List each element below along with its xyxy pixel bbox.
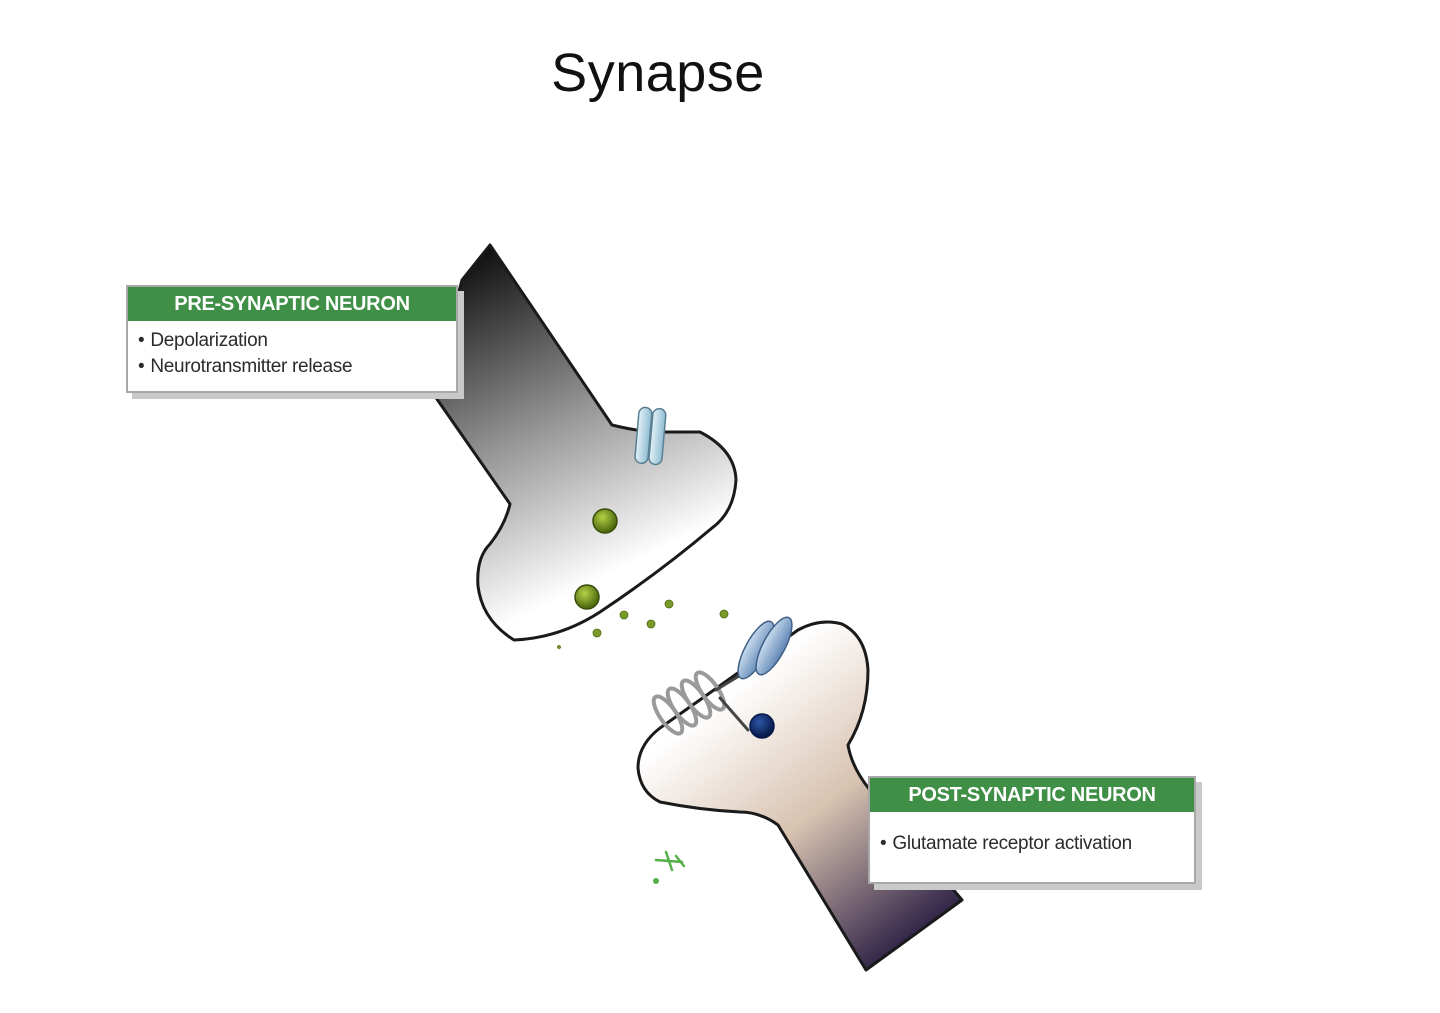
- ion-icon: [749, 713, 775, 739]
- neurotransmitter-molecule: [646, 619, 656, 629]
- list-item: Glutamate receptor activation: [880, 829, 1194, 859]
- neurotransmitter-molecule: [619, 610, 629, 620]
- glutamate-receptor-icon: [737, 616, 793, 680]
- list-item: Neurotransmitter release: [138, 354, 456, 380]
- molecule-fragment-icon: [654, 850, 686, 872]
- pre-synaptic-label-box: PRE-SYNAPTIC NEURON Depolarization Neuro…: [126, 285, 458, 393]
- pre-synaptic-neuron: [430, 243, 738, 642]
- post-synaptic-list: Glutamate receptor activation: [870, 812, 1194, 859]
- coiled-receptor-icon: [651, 670, 727, 736]
- pre-synaptic-header: PRE-SYNAPTIC NEURON: [128, 287, 456, 321]
- diagram-title: Synapse: [551, 43, 765, 103]
- neurotransmitter-molecule: [557, 645, 561, 649]
- molecule-fragment-icon: [653, 878, 659, 884]
- neurotransmitter-molecule: [592, 628, 602, 638]
- list-item: Depolarization: [138, 328, 456, 354]
- post-synaptic-label-box: POST-SYNAPTIC NEURON Glutamate receptor …: [868, 776, 1196, 884]
- pre-synaptic-list: Depolarization Neurotransmitter release: [128, 321, 456, 380]
- neurotransmitter-molecules: [557, 599, 729, 649]
- vesicle-icon: [592, 508, 618, 534]
- vesicle-icon: [574, 584, 600, 610]
- ion-channel-icon: [634, 406, 667, 466]
- neurotransmitter-molecule: [719, 609, 729, 619]
- post-synaptic-header: POST-SYNAPTIC NEURON: [870, 778, 1194, 812]
- neurotransmitter-molecule: [664, 599, 674, 609]
